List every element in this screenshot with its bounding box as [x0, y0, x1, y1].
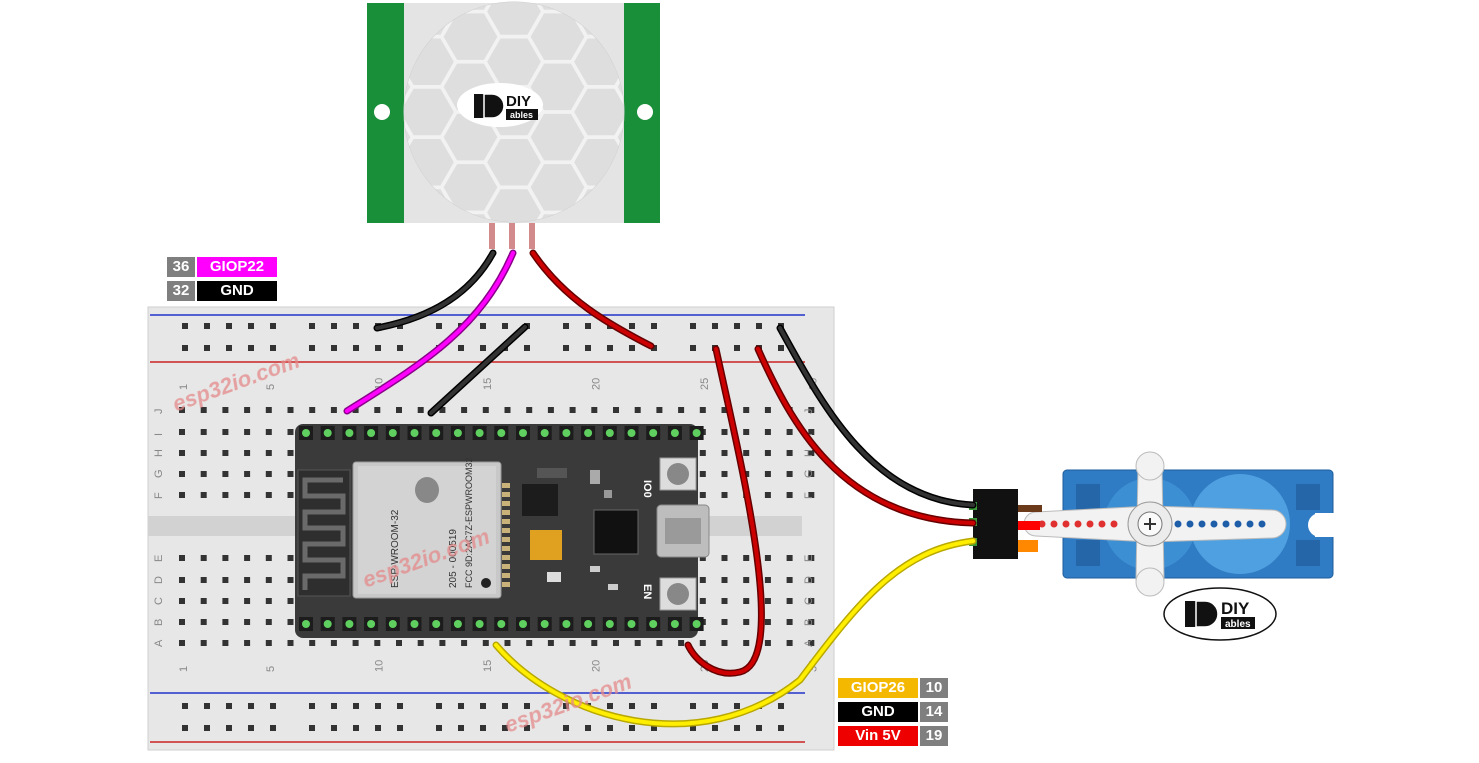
- row-letter: G: [153, 469, 165, 478]
- column-number: 20: [590, 660, 602, 672]
- label-num-32: 32: [167, 281, 195, 301]
- label-giop22: GIOP22: [197, 257, 277, 277]
- row-letter: C: [153, 597, 165, 605]
- label-num-36: 36: [167, 257, 195, 277]
- row-letter: E: [803, 555, 815, 562]
- wroom-fcc-text: FCC 9D:2AC7Z-ESPWROOM32: [464, 457, 474, 588]
- column-number: 15: [482, 378, 494, 390]
- servo-logo: DIY ables: [1163, 587, 1277, 641]
- label-num-14: 14: [920, 702, 948, 722]
- row-letter: C: [803, 597, 815, 605]
- pir-logo-diy: DIY: [506, 93, 531, 110]
- label-gnd-bottom: GND: [838, 702, 918, 722]
- row-letter: F: [153, 492, 165, 499]
- column-number: 1: [178, 666, 190, 672]
- servo-logo-ables: ables: [1225, 619, 1251, 630]
- row-letter: D: [803, 576, 815, 584]
- esp32-pin-headers: [299, 426, 704, 631]
- wroom-model-text: ESP-WROOM-32: [390, 509, 401, 588]
- column-number: 10: [373, 660, 385, 672]
- label-gnd-top: GND: [197, 281, 277, 301]
- row-letter: I: [153, 433, 165, 436]
- column-number: 25: [699, 378, 711, 390]
- label-num-10: 10: [920, 678, 948, 698]
- column-number: 15: [482, 660, 494, 672]
- wires: [343, 249, 977, 728]
- row-letter: E: [153, 555, 165, 562]
- wroom-cert-text: 205 - 000519: [448, 529, 459, 588]
- row-letter: D: [153, 576, 165, 584]
- breadboard-holes: [179, 323, 815, 731]
- row-letter: G: [803, 469, 815, 478]
- servo-logo-diy: DIY: [1221, 599, 1250, 618]
- row-letter: F: [803, 492, 815, 499]
- row-letter: J: [803, 409, 815, 415]
- pir-sensor: DIY ables: [367, 1, 660, 249]
- en-button-label: EN: [641, 584, 653, 599]
- label-num-19: 19: [920, 726, 948, 746]
- pir-logo-ables: ables: [510, 110, 533, 120]
- column-number: 1: [178, 384, 190, 390]
- row-letter: A: [803, 639, 815, 647]
- row-letter: B: [803, 619, 815, 626]
- row-letter: H: [803, 449, 815, 457]
- row-letter: A: [153, 639, 165, 647]
- esp32-board: ESP-WROOM-32 205 - 000519 FCC 9D:2AC7Z-E…: [295, 424, 710, 638]
- io0-button-label: IO0: [641, 480, 653, 498]
- label-giop26: GIOP26: [838, 678, 918, 698]
- label-vin5v: Vin 5V: [838, 726, 918, 746]
- servo-connector: [969, 489, 1042, 559]
- column-number: 5: [265, 384, 277, 390]
- row-letter: B: [153, 619, 165, 626]
- column-number: 5: [265, 666, 277, 672]
- column-number: 20: [590, 378, 602, 390]
- row-letter: J: [153, 409, 165, 415]
- servo-motor: [1023, 451, 1335, 597]
- row-letter: H: [153, 449, 165, 457]
